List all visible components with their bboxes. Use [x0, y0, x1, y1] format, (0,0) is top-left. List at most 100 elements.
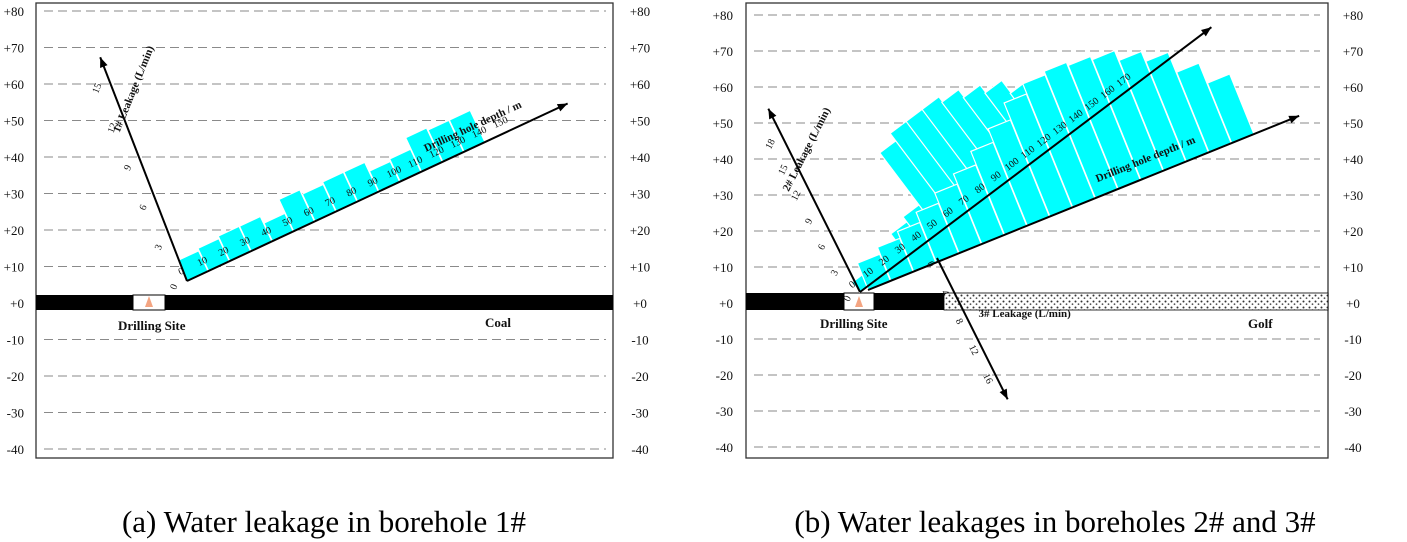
left-elevation-label: -20 — [7, 369, 24, 384]
panel-a: +80 +70 +60 +50 +40 +30 +20 +10 +0 -10 -20 -30 -40 +… — [4, 2, 650, 539]
right-elevation-label: +80 — [1343, 8, 1363, 23]
leakage-tick-label: 6 — [138, 203, 150, 212]
leakage-tick-label: 15 — [90, 82, 104, 95]
right-elevation-label: -40 — [631, 442, 648, 457]
panel-a-frame — [35, 2, 614, 459]
left-elevation-label: +60 — [713, 80, 733, 95]
right-elevation-label: +50 — [1343, 116, 1363, 131]
left-elevation-label: +80 — [713, 8, 733, 23]
right-elevation-label: -30 — [1344, 404, 1361, 419]
depth-tick-label: 30 — [238, 235, 252, 249]
leakage-tick-label: 12 — [966, 343, 980, 357]
right-elevation-label: +30 — [630, 187, 650, 202]
leakage-axis-line — [936, 257, 1009, 400]
depth-tick-label: 10 — [196, 255, 210, 269]
panel-a-gridlines — [44, 10, 606, 450]
left-elevation-label: +50 — [4, 114, 24, 129]
right-elevation-label: -10 — [1344, 332, 1361, 347]
leakage-tick-label: 9 — [122, 164, 134, 173]
leakage-tick-label: 9 — [803, 217, 815, 226]
leakage-axis-line-arrowhead — [999, 388, 1008, 400]
right-elevation-label: +0 — [633, 296, 647, 311]
depth-axis-line-arrowhead — [1200, 27, 1212, 37]
leakage-tick-label: 4 — [939, 288, 951, 297]
right-elevation-label: +10 — [630, 260, 650, 275]
depth-tick-label: 60 — [302, 205, 316, 219]
left-elevation-label: +80 — [4, 4, 24, 19]
right-elevation-label: +0 — [1346, 296, 1360, 311]
depth-tick-label: 50 — [281, 215, 295, 229]
right-elevation-label: +20 — [630, 223, 650, 238]
leakage-axis-label: 3# Leakage (L/min) — [979, 308, 1072, 320]
leakage-tick-label: 6 — [816, 243, 828, 252]
left-elevation-label: +70 — [713, 44, 733, 59]
left-elevation-label: +70 — [4, 41, 24, 56]
leakage-tick-label: 3 — [153, 243, 165, 252]
leakage-tick-label: 0 — [842, 294, 854, 303]
panel-b-caption: (b) Water leakages in boreholes 2# and 3… — [794, 504, 1315, 539]
leakage-tick-label: 0 — [168, 283, 180, 292]
leakage-tick-label: 15 — [776, 163, 790, 177]
right-elevation-label: -40 — [1344, 440, 1361, 455]
panel-a-caption: (a) Water leakage in borehole 1# — [122, 504, 526, 539]
right-elevation-label: +50 — [630, 114, 650, 129]
left-elevation-label: +30 — [4, 187, 24, 202]
panel-b-right-elevation-labels: +80+70+60+50+40+30+20+10+0-10-20-30-40 — [1343, 8, 1363, 455]
left-elevation-label: +60 — [4, 77, 24, 92]
left-elevation-label: -10 — [7, 333, 24, 348]
depth-tick-label: 0 — [847, 279, 858, 291]
left-elevation-label: +0 — [719, 296, 733, 311]
panel-a-borehole-axes: 0102030405060708090100110120130140150Dri… — [90, 44, 569, 292]
left-elevation-label: -40 — [7, 442, 24, 457]
depth-tick-label: 20 — [217, 245, 231, 259]
leakage-tick-label: 3 — [829, 268, 841, 277]
depth-axis-line — [859, 26, 1212, 293]
panel-a-leakage-bars — [176, 109, 486, 282]
depth-axis-line — [867, 114, 1300, 291]
leakage-tick-label: 18 — [763, 137, 777, 151]
right-elevation-label: +70 — [630, 41, 650, 56]
left-elevation-label: -20 — [716, 368, 733, 383]
left-elevation-label: +50 — [713, 116, 733, 131]
panel-b-frame — [745, 2, 1329, 459]
golf-layer — [943, 292, 1329, 311]
left-elevation-label: +20 — [4, 223, 24, 238]
depth-tick-label: 40 — [260, 225, 274, 239]
depth-tick-label: 0 — [177, 266, 186, 278]
right-elevation-label: +60 — [1343, 80, 1363, 95]
depth-tick-label: 70 — [324, 195, 338, 209]
right-elevation-label: -20 — [1344, 368, 1361, 383]
right-elevation-label: +20 — [1343, 224, 1363, 239]
right-elevation-label: +70 — [1343, 44, 1363, 59]
depth-axis-line-arrowhead — [1288, 115, 1300, 124]
left-elevation-label: +40 — [713, 152, 733, 167]
coal-seam — [36, 295, 613, 310]
panel-b-left-elevation-labels: +80+70+60+50+40+30+20+10+0-10-20-30-40 — [713, 8, 733, 455]
left-elevation-label: +0 — [10, 296, 24, 311]
left-elevation-label: +20 — [713, 224, 733, 239]
right-elevation-label: +60 — [630, 77, 650, 92]
right-elevation-label: -10 — [631, 333, 648, 348]
right-elevation-label: +10 — [1343, 260, 1363, 275]
coal-label: Coal — [485, 315, 511, 330]
right-elevation-label: +40 — [630, 150, 650, 165]
left-elevation-label: -10 — [716, 332, 733, 347]
depth-tick-label: 80 — [345, 185, 359, 199]
leakage-tick-label: 12 — [789, 189, 803, 203]
leakage-axis-line-arrowhead — [768, 108, 777, 120]
left-elevation-label: -40 — [716, 440, 733, 455]
depth-tick-label: 90 — [366, 175, 380, 189]
panel-b: +80+70+60+50+40+30+20+10+0-10-20-30-40 +… — [713, 2, 1363, 539]
panel-a-right-elevation-labels: +80+70+60+50+40+30+20+10+0-10-20-30-40 — [630, 4, 650, 457]
drilling-site-marker-icon — [855, 296, 863, 307]
panel-a-left-elevation-labels: +80+70+60+50+40+30+20+10+0-10-20-30-40 — [4, 4, 24, 457]
left-elevation-label: +10 — [713, 260, 733, 275]
left-elevation-label: -30 — [716, 404, 733, 419]
drilling-site-label: Drilling Site — [820, 316, 888, 331]
right-elevation-label: +40 — [1343, 152, 1363, 167]
leakage-axis-line-arrowhead — [100, 57, 108, 69]
drilling-site-marker-icon — [145, 296, 153, 307]
left-elevation-label: +40 — [4, 150, 24, 165]
right-elevation-label: -30 — [631, 406, 648, 421]
leakage-tick-label: 12 — [106, 121, 120, 134]
